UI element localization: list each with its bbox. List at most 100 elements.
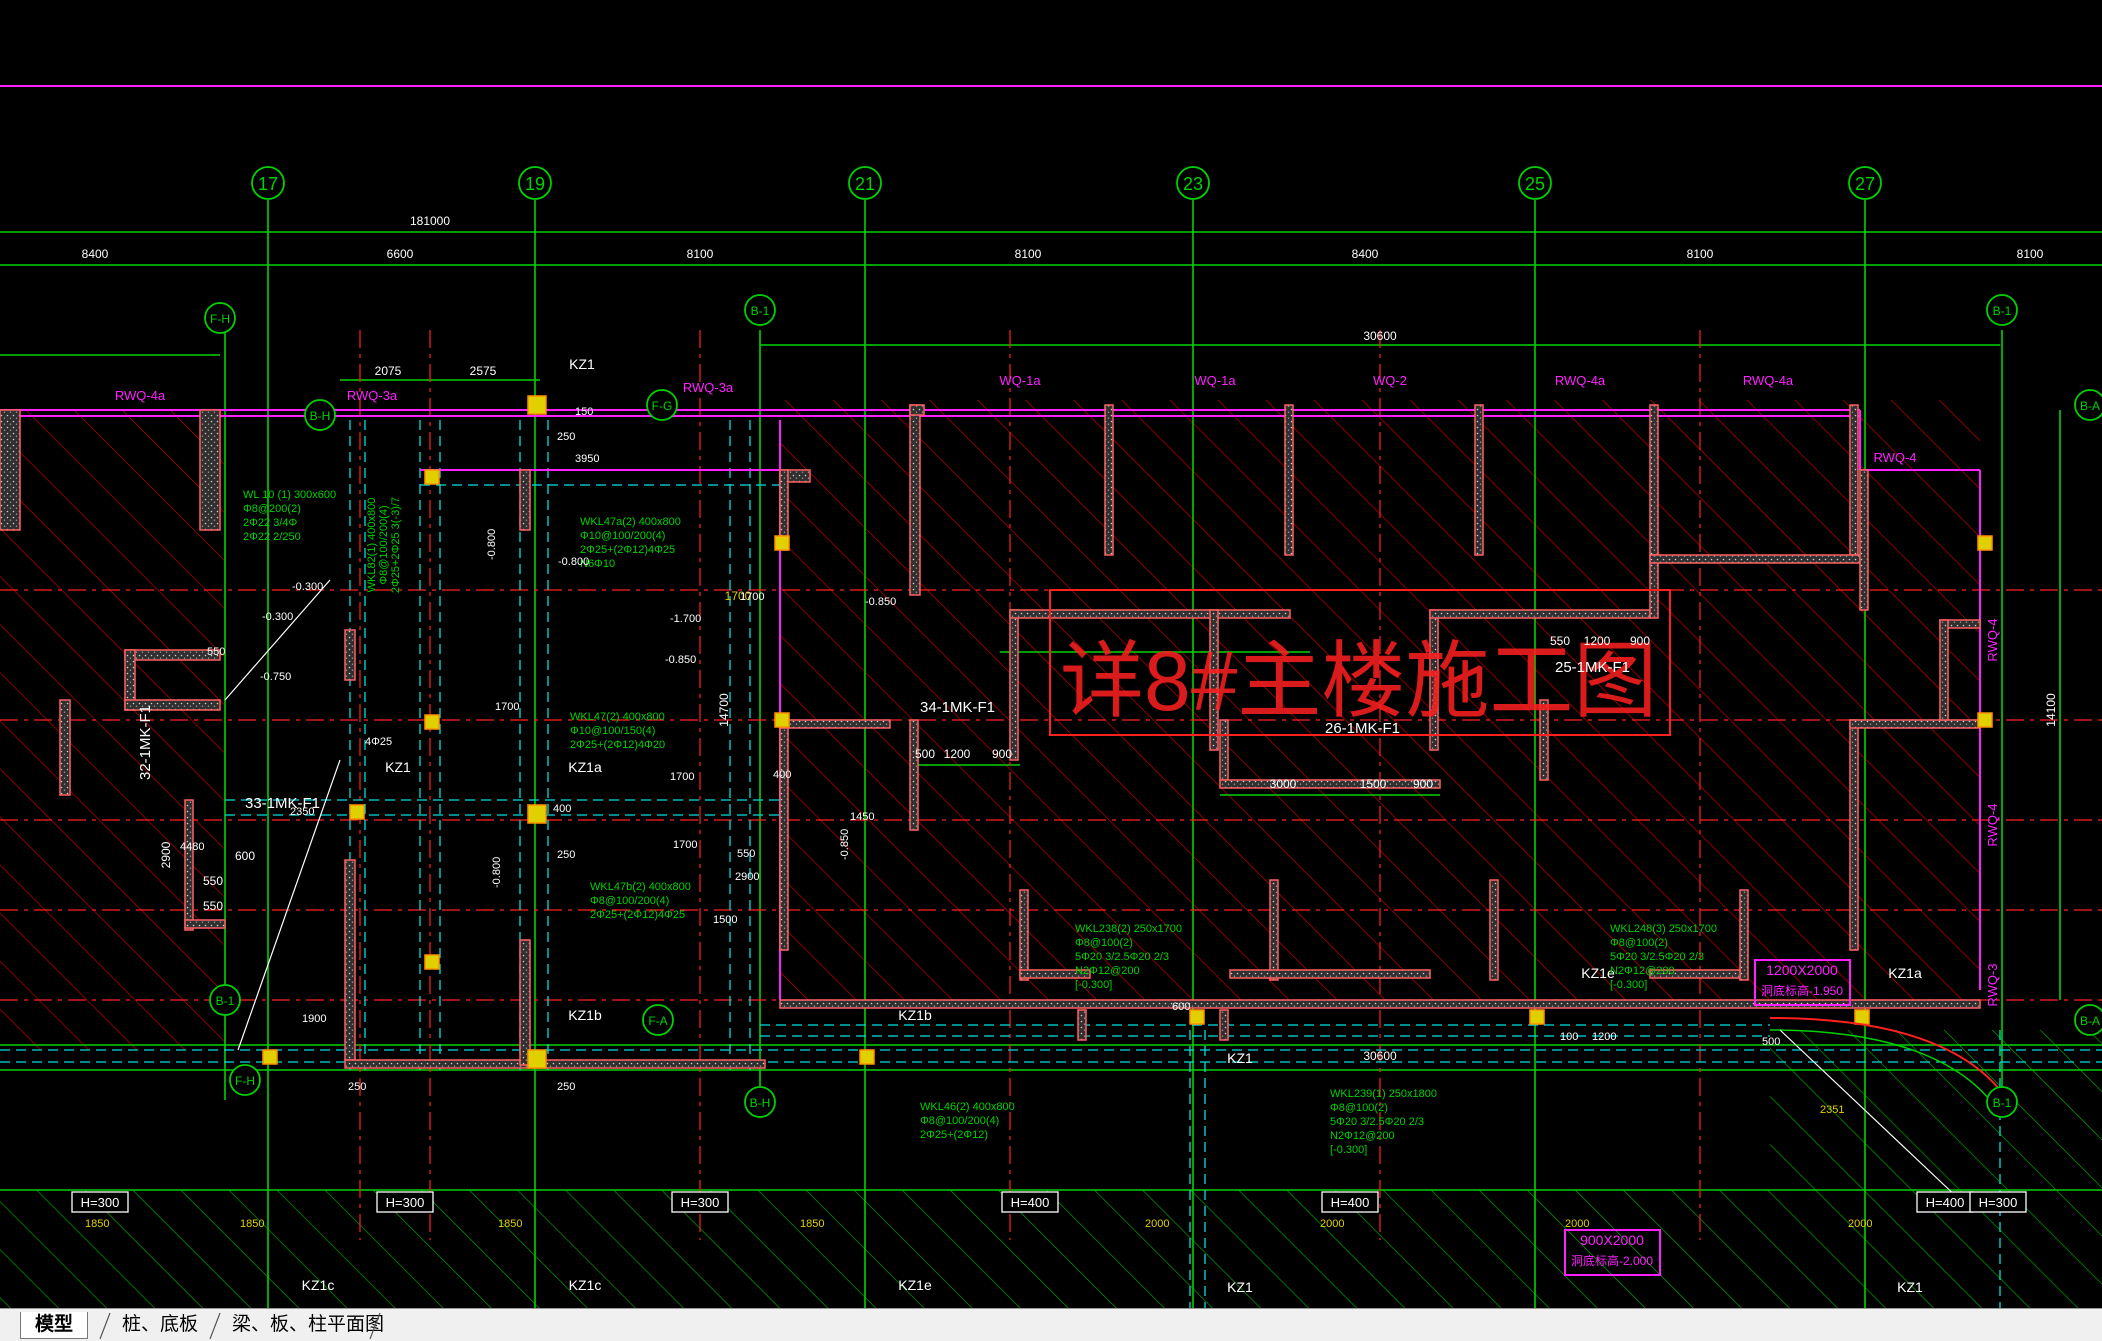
beam-note-line: N2Φ12@200 [1610,965,1675,977]
column-label: KZ1 [569,356,595,372]
column-label: KZ1b [898,1007,932,1023]
wall-label: RWQ-3a [683,380,734,395]
beam-note-line: WKL82(1) 400x800 [366,498,378,593]
small-note: 1700 [670,771,694,783]
small-note: 250 [557,1081,575,1093]
axis-label: B-1 [751,304,770,318]
opening-label: 900X2000 [1580,1232,1644,1248]
dim-side-text: 1700 [725,589,752,603]
dim-inner-text: 30600 [1363,329,1397,343]
axis-label: B-H [750,1096,771,1110]
axis-label: B-H [310,409,331,423]
small-note: 2000 [1565,1218,1589,1230]
dim-span-text: 8400 [82,247,109,261]
axis-bubble [1176,166,1210,200]
beam-note-line: Φ8@100/200(4) [378,505,390,584]
small-note: 2000 [1320,1218,1344,1230]
small-note: 150 [575,406,593,418]
tab-model[interactable]: 模型 [20,1312,89,1339]
room-label: 33-1MK-F1 [245,795,320,812]
tab-pile-raft[interactable]: 桩、底板 [122,1314,199,1335]
elevation-label: -0.300 [262,611,293,623]
axis-bubble [1518,166,1552,200]
elevation-label: -1.700 [670,613,701,625]
h-tag-text: H=300 [1979,1195,2018,1210]
h-tag-text: H=300 [681,1195,720,1210]
axis-bubble [848,166,882,200]
axis-label: 27 [1855,174,1875,194]
axis-bubble [1848,166,1882,200]
room-label: 32-1MK-F1 [137,705,154,780]
tab-beam-slab-column[interactable]: 梁、板、柱平面图 [232,1314,385,1335]
dim-span-text: 8100 [1687,247,1714,261]
beam-note-line: N2Φ12@200 [1075,965,1140,977]
opening-label: 洞底标高-1.950 [1761,983,1843,998]
column-label: KZ1 [385,759,411,775]
ramp-curve-inner [1769,1029,1991,1101]
elevation-label: -0.850 [839,829,851,860]
room-label: 25-1MK-F1 [1555,659,1630,676]
h-tag-box [376,1191,434,1213]
beam-note-line: WKL47a(2) 400x800 [580,516,681,528]
axis-bubble [2074,1004,2102,1036]
small-note: 1700 [740,591,764,603]
diagonal-line [237,759,341,1051]
axis-label: B-A [2080,1014,2100,1028]
axis-bubble [646,389,678,421]
dim-side-text: 2900 [159,841,173,868]
axis-bubble [518,166,552,200]
room-dim-text: 1200 [944,747,971,761]
small-note: 4480 [180,841,204,853]
dim-span-text: 8100 [687,247,714,261]
small-note: 2000 [1145,1218,1169,1230]
axis-label: F-H [235,1074,255,1088]
diagonal-line [224,579,331,701]
small-note: 1500 [713,914,737,926]
beam-note-line: Φ10@100/150(4) [570,725,655,737]
room-dim-text: 900 [1413,777,1433,791]
beam-note-line: WKL239(1) 250x1800 [1330,1088,1437,1100]
column-label: KZ1e [1581,965,1615,981]
small-note: 2351 [1820,1104,1844,1116]
hatch-zone-bottom-right [1770,1030,2102,1190]
axis-bubble [304,399,336,431]
elevation-label: -0.800 [558,556,589,568]
axis-lines [224,200,2061,1308]
small-note: 1850 [498,1218,522,1230]
small-note: 1450 [850,811,874,823]
wall-label: RWQ-4 [1985,803,2000,846]
beam-note-line: Φ10@100/200(4) [580,530,665,542]
watermark-box [1049,589,1671,736]
axis-label: 21 [855,174,875,194]
h-tag-box [1001,1191,1059,1213]
beam-note-line: 2Φ22 3/4Φ [243,517,297,529]
beam-note-line: WKL238(2) 250x1700 [1075,923,1182,935]
dim-text: 2075 [375,364,402,378]
small-note: 250 [557,431,575,443]
small-note: 2350 [290,806,314,818]
column-label: KZ1a [568,759,602,775]
layout-tab-bar: 模型 桩、底板 梁、板、柱平面图 [0,1308,2102,1341]
shear-walls [0,404,1981,1069]
small-note: 3950 [575,453,599,465]
dim-side-text: 14100 [2044,693,2058,727]
tab-separator [209,1312,221,1339]
small-note: 550 [207,646,225,658]
h-tag-box [1969,1191,2027,1213]
h-tag-text: H=400 [1011,1195,1050,1210]
elevation-label: -0.800 [491,857,503,888]
dim-total-text: 181000 [410,214,450,228]
small-note: 500 [1762,1036,1780,1048]
hatch-zone-left [0,410,225,1050]
axis-label: B-1 [1993,1096,2012,1110]
axis-label: B-1 [216,994,235,1008]
axis-label: 17 [258,174,278,194]
beam-note-line: WL 10 (1) 300x600 [243,489,336,501]
h-tag-text: H=400 [1926,1195,1965,1210]
opening-box-2 [1564,1229,1661,1276]
h-tag-box [71,1191,129,1213]
wall-label: RWQ-4a [115,388,166,403]
small-note: 400 [773,769,791,781]
cad-drawing-canvas[interactable]: 详8#主楼施工图 171921232527F-HB-1B-1B-HF-GB-AB… [0,0,2102,1308]
column-label: KZ1b [568,1007,602,1023]
